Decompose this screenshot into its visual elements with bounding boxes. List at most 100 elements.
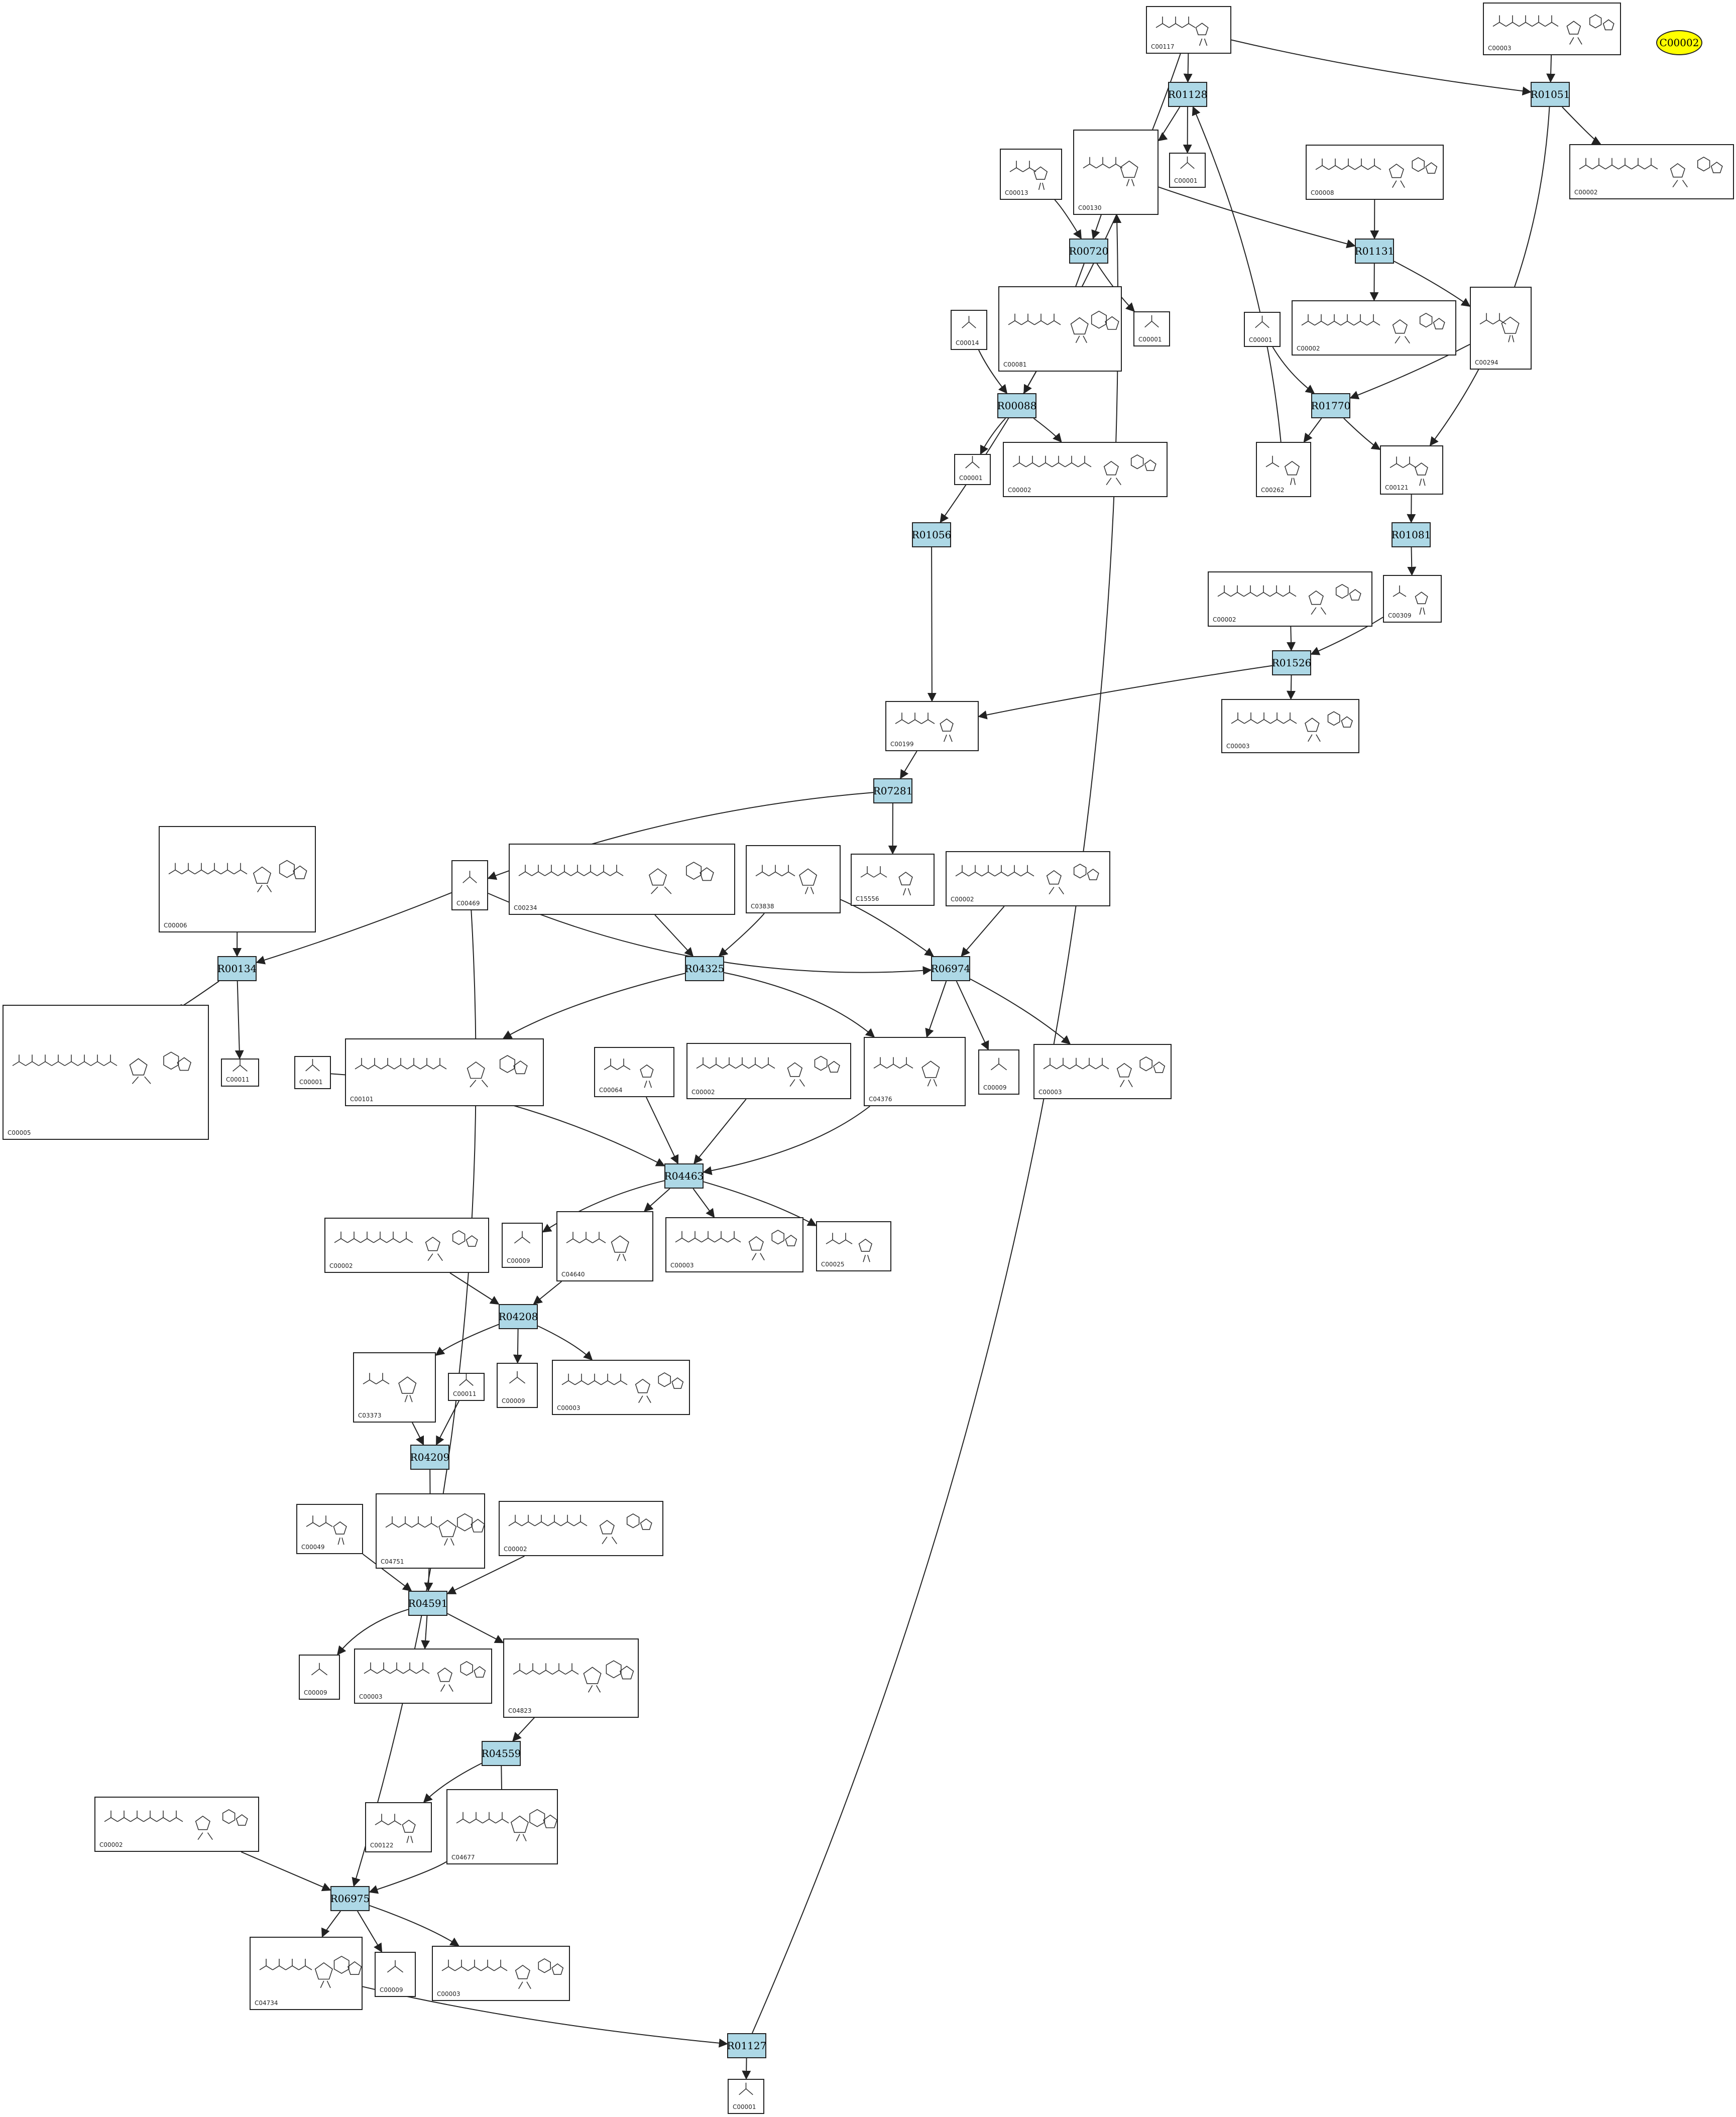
reaction-node-r04209[interactable]: R04209 — [410, 1445, 449, 1470]
compound-node-c00003[interactable]: C00003 — [1033, 1044, 1172, 1099]
reaction-node-r06974[interactable]: R06974 — [931, 956, 970, 981]
edge-R01131-to-c_C00294 — [1394, 261, 1471, 307]
edge-c_C00130-to-R01131 — [1158, 186, 1356, 249]
compound-node-c00002[interactable]: C00002 — [946, 851, 1110, 906]
compound-node-c00002[interactable]: C00002 — [1208, 571, 1372, 627]
compound-label: C04677 — [451, 1854, 475, 1861]
reaction-node-r00720[interactable]: R00720 — [1069, 239, 1108, 264]
compound-node-c00005[interactable]: C00005 — [3, 1005, 209, 1140]
reaction-node-r01051[interactable]: R01051 — [1531, 82, 1570, 107]
compound-node-c00009[interactable]: C00009 — [502, 1223, 543, 1268]
compound-label: C00001 — [1138, 336, 1162, 343]
compound-node-c00003[interactable]: C00003 — [552, 1360, 690, 1415]
compound-node-c00117[interactable]: C00117 — [1146, 6, 1231, 54]
compound-node-c03373[interactable]: C03373 — [353, 1352, 436, 1423]
reaction-node-r04463[interactable]: R04463 — [664, 1163, 704, 1189]
reaction-node-r07281[interactable]: R07281 — [873, 778, 912, 803]
reaction-node-r01081[interactable]: R01081 — [1392, 522, 1431, 547]
compound-node-c00294[interactable]: C00294 — [1470, 287, 1532, 370]
reaction-node-r00134[interactable]: R00134 — [217, 956, 257, 981]
reaction-node-r04591[interactable]: R04591 — [408, 1591, 447, 1616]
air-structure — [363, 1373, 417, 1402]
compound-label: C00009 — [502, 1397, 525, 1404]
compound-label: C00002 — [1008, 487, 1031, 494]
reaction-node-r01131[interactable]: R01131 — [1355, 239, 1394, 264]
compound-node-c04376[interactable]: C04376 — [864, 1037, 966, 1106]
reaction-node-r00088[interactable]: R00088 — [997, 393, 1036, 418]
compound-node-c04677[interactable]: C04677 — [446, 1789, 558, 1864]
compound-node-c00009[interactable]: C00009 — [299, 1655, 340, 1700]
nucleotide-structure — [1492, 14, 1614, 45]
compound-node-c00011[interactable]: C00011 — [221, 1058, 259, 1087]
compound-node-c00003[interactable]: C00003 — [1221, 699, 1359, 753]
compound-node-c00130[interactable]: C00130 — [1073, 130, 1159, 215]
reaction-node-r04325[interactable]: R04325 — [685, 956, 724, 981]
compound-node-c00002[interactable]: C00002 — [324, 1218, 489, 1273]
compound-node-c04751[interactable]: C04751 — [376, 1493, 485, 1569]
reaction-node-r01127[interactable]: R01127 — [727, 2033, 766, 2058]
compound-node-c00001[interactable]: C00001 — [294, 1056, 331, 1089]
compound-node-c00003[interactable]: C00003 — [665, 1217, 803, 1272]
compound-node-c00025[interactable]: C00025 — [816, 1221, 891, 1271]
reaction-node-r01128[interactable]: R01128 — [1168, 82, 1207, 107]
compound-node-c00009[interactable]: C00009 — [497, 1363, 538, 1408]
atp-structure — [1301, 312, 1445, 344]
reaction-node-r04559[interactable]: R04559 — [482, 1741, 521, 1766]
compound-node-c00009[interactable]: C00009 — [375, 1952, 416, 1997]
phosphate-structure — [990, 1057, 1007, 1071]
reaction-node-r01526[interactable]: R01526 — [1272, 650, 1311, 675]
atp-structure — [508, 1513, 652, 1545]
compound-node-c00006[interactable]: C00006 — [159, 826, 316, 932]
reaction-node-r01056[interactable]: R01056 — [912, 522, 951, 547]
compound-label: C00130 — [1078, 204, 1102, 211]
compound-node-c00001[interactable]: C00001 — [954, 454, 991, 485]
compound-node-c00122[interactable]: C00122 — [365, 1802, 432, 1852]
compound-node-c00064[interactable]: C00064 — [594, 1047, 674, 1097]
compound-node-c00469[interactable]: C00469 — [451, 860, 488, 910]
compound-node-c00121[interactable]: C00121 — [1380, 445, 1443, 495]
compound-node-c00309[interactable]: C00309 — [1383, 575, 1442, 623]
compound-node-c00101[interactable]: C00101 — [345, 1038, 544, 1106]
compound-node-c00001[interactable]: C00001 — [1244, 312, 1281, 347]
edge-R04208-to-c_C00003e — [537, 1325, 593, 1361]
compound-label: C00117 — [1151, 43, 1175, 50]
compound-label: C00002 — [99, 1841, 123, 1848]
compound-node-c00003[interactable]: C00003 — [432, 1946, 570, 2001]
atp-structure — [1579, 156, 1723, 188]
compound-node-c00009[interactable]: C00009 — [978, 1049, 1019, 1095]
compound-node-c00013[interactable]: C00013 — [1000, 149, 1062, 200]
compound-node-c00011[interactable]: C00011 — [448, 1373, 485, 1401]
compound-node-c00262[interactable]: C00262 — [1256, 442, 1311, 497]
compound-node-c00001[interactable]: C00001 — [1133, 311, 1170, 346]
compound-node-c00008[interactable]: C00008 — [1306, 145, 1444, 200]
reaction-node-r06975[interactable]: R06975 — [330, 1886, 370, 1911]
compound-node-c04734[interactable]: C04734 — [250, 1937, 363, 2010]
compound-node-c00199[interactable]: C00199 — [885, 701, 979, 751]
compound-node-c00003[interactable]: C00003 — [1483, 3, 1621, 55]
compound-node-c00002[interactable]: C00002 — [94, 1797, 259, 1852]
compound-node-c00049[interactable]: C00049 — [296, 1504, 363, 1554]
compound-node-c00081[interactable]: C00081 — [998, 286, 1122, 372]
compound-node-c00002[interactable]: C00002 — [686, 1043, 851, 1099]
reaction-node-r04208[interactable]: R04208 — [499, 1304, 538, 1329]
compound-node-c00234[interactable]: C00234 — [509, 844, 735, 915]
compound-node-c00001[interactable]: C00001 — [728, 2079, 764, 2114]
edge-c_C00117-to-R01051 — [1231, 39, 1532, 96]
edge-R06974-to-c_C00009a — [956, 981, 989, 1050]
compound-node-c00003[interactable]: C00003 — [354, 1649, 492, 1704]
compound-node-c00002[interactable]: C00002 — [1003, 442, 1168, 497]
compound-node-c00002[interactable]: C00002 — [1569, 144, 1734, 199]
compound-node-c00001[interactable]: C00001 — [1169, 153, 1206, 188]
compound-label: C04751 — [381, 1558, 404, 1565]
compound-node-c15556[interactable]: C15556 — [851, 854, 935, 906]
reaction-node-r01770[interactable]: R01770 — [1311, 393, 1350, 418]
compound-node-c00002[interactable]: C00002 — [1292, 300, 1456, 356]
edge-c_C00002f-to-R04463 — [693, 1099, 747, 1164]
compound-node-c00002[interactable]: C00002 — [499, 1501, 663, 1556]
compound-node-c04823[interactable]: C04823 — [503, 1638, 639, 1718]
compound-node-c04640[interactable]: C04640 — [556, 1211, 653, 1281]
compound-label: C00009 — [983, 1084, 1007, 1091]
compound-node-c03838[interactable]: C03838 — [746, 845, 841, 913]
compound-node-c00014[interactable]: C00014 — [951, 310, 987, 350]
highlight-compound-ellipse[interactable]: C00002 — [1656, 30, 1702, 55]
